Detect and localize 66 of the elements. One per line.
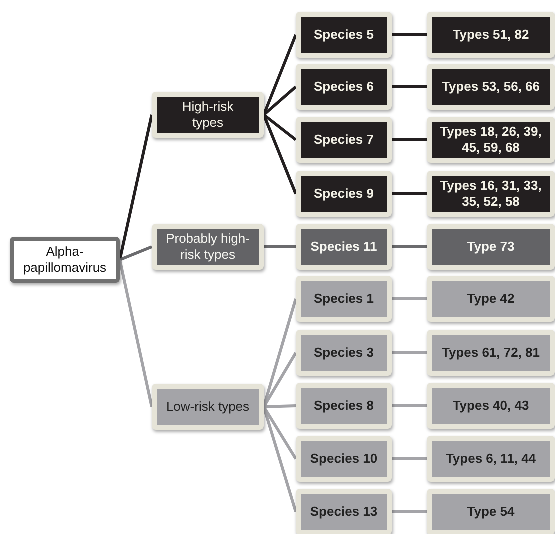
- node-label: Type 73: [466, 239, 516, 255]
- node-label: Types 51, 82: [452, 27, 530, 43]
- node-label: High-risk types: [181, 99, 235, 131]
- species-box: [296, 12, 392, 58]
- node-label: Low-risk types: [165, 399, 251, 415]
- node-label: Types 6, 11, 44: [444, 451, 538, 467]
- types-box: [427, 64, 555, 110]
- node-label: Types 18, 26, 39, 45, 59, 68: [439, 124, 543, 156]
- node-label: Type 42: [466, 291, 516, 307]
- connector-line: [392, 86, 427, 88]
- connector-line: [263, 114, 297, 142]
- species-box: [296, 117, 392, 163]
- node-label: Species 11: [310, 239, 378, 255]
- node-label: Alpha-papillomavirus: [22, 244, 108, 276]
- species-box: [296, 64, 392, 110]
- category-box: [152, 384, 264, 430]
- node-label: Species 10: [309, 451, 379, 467]
- species-box: [296, 383, 392, 429]
- types-box: [427, 276, 555, 322]
- category-box: [152, 224, 264, 270]
- node-label: Species 9: [313, 186, 375, 202]
- types-box: [427, 489, 555, 534]
- types-box: [427, 171, 555, 217]
- node-label: Species 7: [313, 132, 375, 148]
- node-label: Types 53, 56, 66: [440, 79, 542, 95]
- node-label: Types 16, 31, 33, 35, 52, 58: [439, 178, 543, 210]
- node-label: Species 8: [313, 398, 375, 414]
- types-box: [427, 330, 555, 376]
- node-label: Species 3: [313, 345, 375, 361]
- connector-line: [392, 404, 427, 408]
- connector-line: [392, 510, 427, 514]
- connector-line: [392, 34, 427, 36]
- connector-line: [118, 114, 154, 260]
- node-label: Types 40, 43: [452, 398, 530, 414]
- types-box: [427, 383, 555, 429]
- connector-line: [262, 114, 298, 195]
- connector-line: [392, 458, 427, 460]
- node-label: Species 1: [313, 291, 375, 307]
- connector-line: [264, 404, 296, 408]
- species-box: [296, 171, 392, 217]
- types-box: [427, 12, 555, 58]
- node-label: Probably high-risk types: [165, 231, 251, 263]
- species-box: [296, 489, 392, 534]
- root-box: [10, 237, 120, 283]
- connector-line: [392, 352, 427, 354]
- node-label: Type 54: [466, 504, 516, 520]
- species-box: [296, 330, 392, 376]
- types-box: [427, 117, 555, 163]
- connector-line: [392, 246, 427, 248]
- species-box: [296, 224, 392, 270]
- connector-line: [392, 192, 427, 196]
- node-label: Types 61, 72, 81: [440, 345, 542, 361]
- category-box: [152, 92, 264, 138]
- node-label: Species 5: [313, 27, 375, 43]
- species-box: [296, 276, 392, 322]
- types-box: [427, 436, 555, 482]
- connector-line: [392, 298, 427, 300]
- connector-line: [263, 86, 297, 116]
- connector-line: [119, 246, 153, 262]
- node-label: Species 13: [309, 504, 379, 520]
- species-box: [296, 436, 392, 482]
- connector-line: [264, 246, 296, 248]
- connector-line: [392, 138, 427, 142]
- connector-line: [118, 260, 154, 408]
- node-label: Species 6: [313, 79, 375, 95]
- types-box: [427, 224, 555, 270]
